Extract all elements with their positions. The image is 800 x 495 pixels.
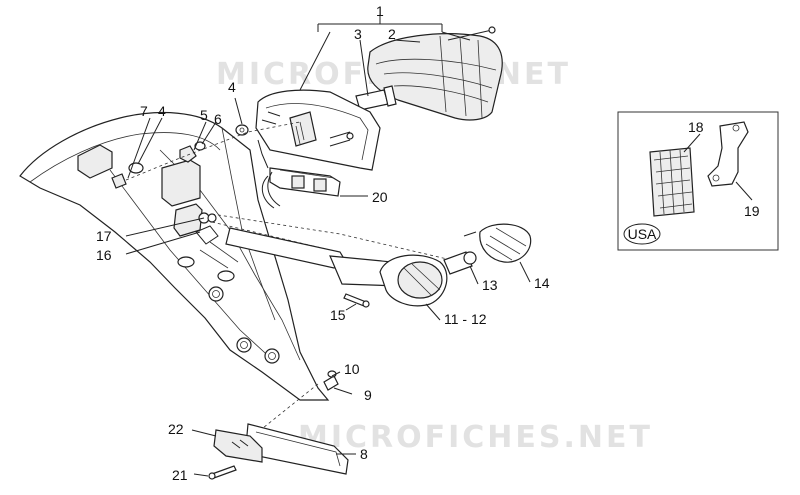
callout-20: 20	[372, 189, 388, 205]
callout-18: 18	[688, 119, 704, 135]
bracket-1	[317, 14, 443, 32]
callout-7: 7	[140, 103, 148, 119]
callout-9: 9	[364, 387, 372, 403]
callout-17: 17	[96, 228, 112, 244]
callout-11-12: 11 - 12	[444, 311, 487, 327]
explode-line-2	[211, 213, 461, 263]
usa-badge-text: USA	[628, 226, 657, 242]
callout-8: 8	[360, 446, 368, 462]
callout-21: 21	[172, 467, 188, 483]
washer-4-lower	[128, 162, 144, 174]
plate-bracket-22	[213, 429, 263, 463]
callout-2: 2	[388, 26, 396, 42]
callout-19: 19	[744, 203, 760, 219]
explode-line-1	[125, 121, 301, 181]
callout-4-upper: 4	[228, 79, 236, 95]
callout-4-lower: 4	[158, 103, 166, 119]
connector-20	[257, 139, 341, 209]
callout-13: 13	[482, 277, 498, 293]
tail-light-assembly	[255, 26, 503, 171]
reflector-18	[649, 147, 695, 217]
turn-signal-11-12	[225, 227, 448, 307]
screw-21	[208, 465, 237, 480]
leader-lines	[125, 39, 753, 477]
callout-22: 22	[168, 421, 184, 437]
watermark-bottom: MICROFICHES.NET	[298, 420, 653, 455]
washer-4-upper	[235, 124, 249, 136]
callout-10: 10	[344, 361, 360, 377]
leader-1b	[441, 31, 471, 41]
callout-14: 14	[534, 275, 550, 291]
leader-1a	[299, 31, 331, 91]
screw-9-10	[323, 370, 339, 391]
callout-3: 3	[354, 26, 362, 42]
callout-labels: 1 2 3 4 4 5 6 7 8 9 10 11 - 12 13 14 15 …	[96, 3, 760, 483]
callout-6: 6	[214, 111, 222, 127]
callout-5: 5	[200, 107, 208, 123]
callout-1: 1	[376, 3, 384, 19]
callout-16: 16	[96, 247, 112, 263]
bracket-19	[707, 121, 749, 187]
usa-inset: USA	[617, 111, 779, 251]
usa-badge	[623, 223, 661, 245]
callout-15: 15	[330, 307, 346, 323]
license-plate-holder	[19, 111, 330, 401]
explode-line-3	[211, 221, 331, 251]
bulb-13	[443, 251, 477, 275]
screw-15	[343, 293, 370, 308]
lens-14	[463, 223, 532, 263]
nut-7	[111, 173, 127, 189]
